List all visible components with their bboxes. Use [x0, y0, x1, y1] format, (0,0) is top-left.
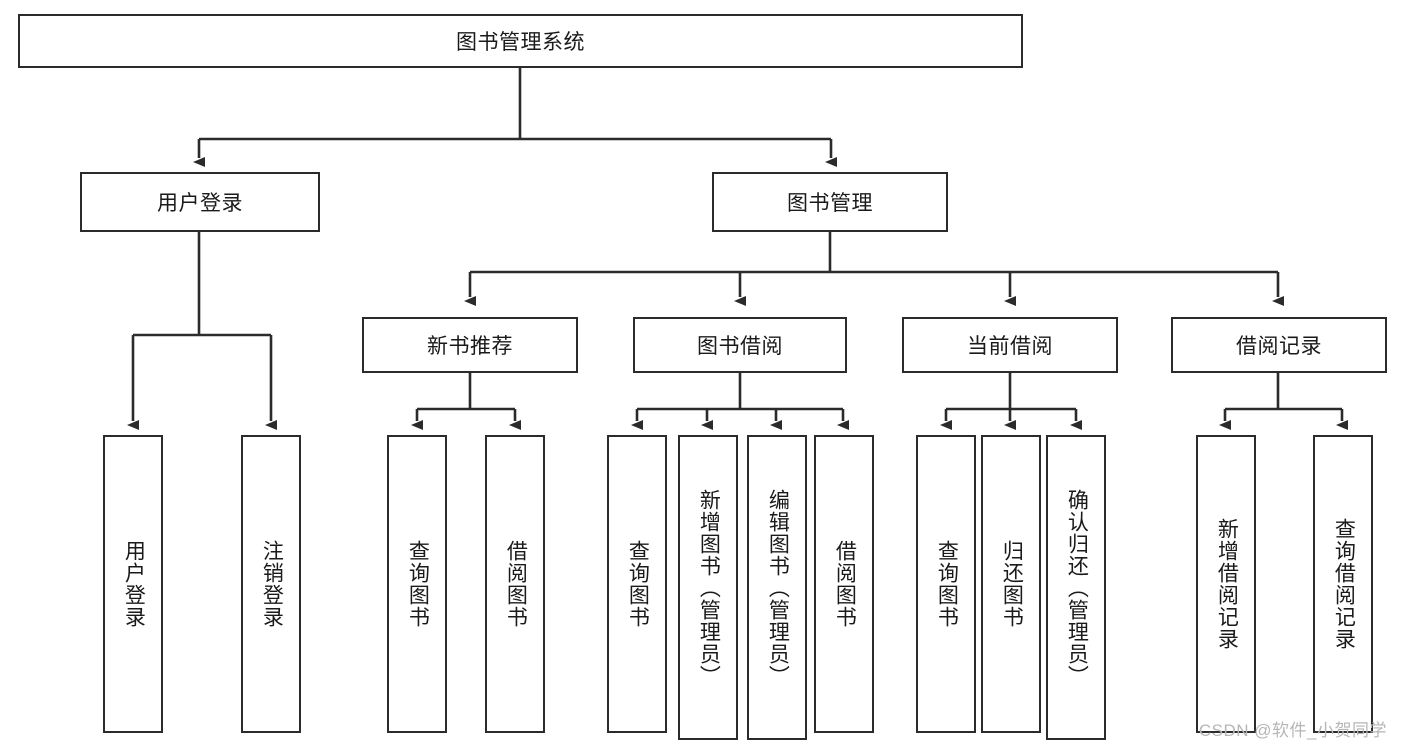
node-leaf-add-book-label: 新增图书（管理员）: [697, 488, 721, 687]
node-borrow-record[interactable]: 借阅记录: [1171, 317, 1387, 373]
node-leaf-borrow-book-1[interactable]: 借阅图书: [485, 435, 545, 733]
node-leaf-add-record[interactable]: 新增借阅记录: [1196, 435, 1256, 733]
node-leaf-query-book-3-label: 查询图书: [935, 540, 959, 628]
node-leaf-add-book[interactable]: 新增图书（管理员）: [678, 435, 738, 740]
node-leaf-borrow-book-2[interactable]: 借阅图书: [814, 435, 874, 733]
node-leaf-edit-book-label: 编辑图书（管理员）: [766, 488, 790, 687]
node-leaf-query-record-label: 查询借阅记录: [1332, 518, 1356, 650]
csdn-watermark: CSDN @软件_小贺同学: [1198, 721, 1387, 740]
node-book-borrow[interactable]: 图书借阅: [633, 317, 847, 373]
node-leaf-confirm-return[interactable]: 确认归还（管理员）: [1046, 435, 1106, 740]
node-leaf-borrow-book-2-label: 借阅图书: [833, 540, 857, 628]
node-borrow-record-label: 借阅记录: [1236, 335, 1322, 358]
node-current-borrow[interactable]: 当前借阅: [902, 317, 1118, 373]
node-leaf-return-book-label: 归还图书: [1000, 540, 1024, 628]
node-user-login-label: 用户登录: [157, 192, 243, 215]
node-leaf-edit-book[interactable]: 编辑图书（管理员）: [747, 435, 807, 740]
node-root[interactable]: 图书管理系统: [18, 14, 1023, 68]
node-book-borrow-label: 图书借阅: [697, 335, 783, 358]
node-leaf-borrow-book-1-label: 借阅图书: [504, 540, 528, 628]
node-leaf-return-book[interactable]: 归还图书: [981, 435, 1041, 733]
node-leaf-query-book-3[interactable]: 查询图书: [916, 435, 976, 733]
node-leaf-query-book-1[interactable]: 查询图书: [387, 435, 447, 733]
node-leaf-user-login[interactable]: 用户登录: [103, 435, 163, 733]
node-leaf-query-book-1-label: 查询图书: [406, 540, 430, 628]
node-new-book-rec-label: 新书推荐: [427, 335, 513, 358]
node-leaf-user-logout[interactable]: 注销登录: [241, 435, 301, 733]
node-leaf-confirm-return-label: 确认归还（管理员）: [1065, 488, 1089, 687]
node-leaf-query-record[interactable]: 查询借阅记录: [1313, 435, 1373, 733]
node-new-book-rec[interactable]: 新书推荐: [362, 317, 578, 373]
node-leaf-query-book-2-label: 查询图书: [626, 540, 650, 628]
node-book-manage-label: 图书管理: [787, 192, 873, 215]
node-leaf-query-book-2[interactable]: 查询图书: [607, 435, 667, 733]
node-leaf-user-login-label: 用户登录: [122, 540, 146, 628]
node-user-login[interactable]: 用户登录: [80, 172, 320, 232]
node-book-manage[interactable]: 图书管理: [712, 172, 948, 232]
node-current-borrow-label: 当前借阅: [967, 335, 1053, 358]
node-leaf-user-logout-label: 注销登录: [260, 540, 284, 628]
node-leaf-add-record-label: 新增借阅记录: [1215, 518, 1239, 650]
node-root-label: 图书管理系统: [456, 31, 585, 54]
